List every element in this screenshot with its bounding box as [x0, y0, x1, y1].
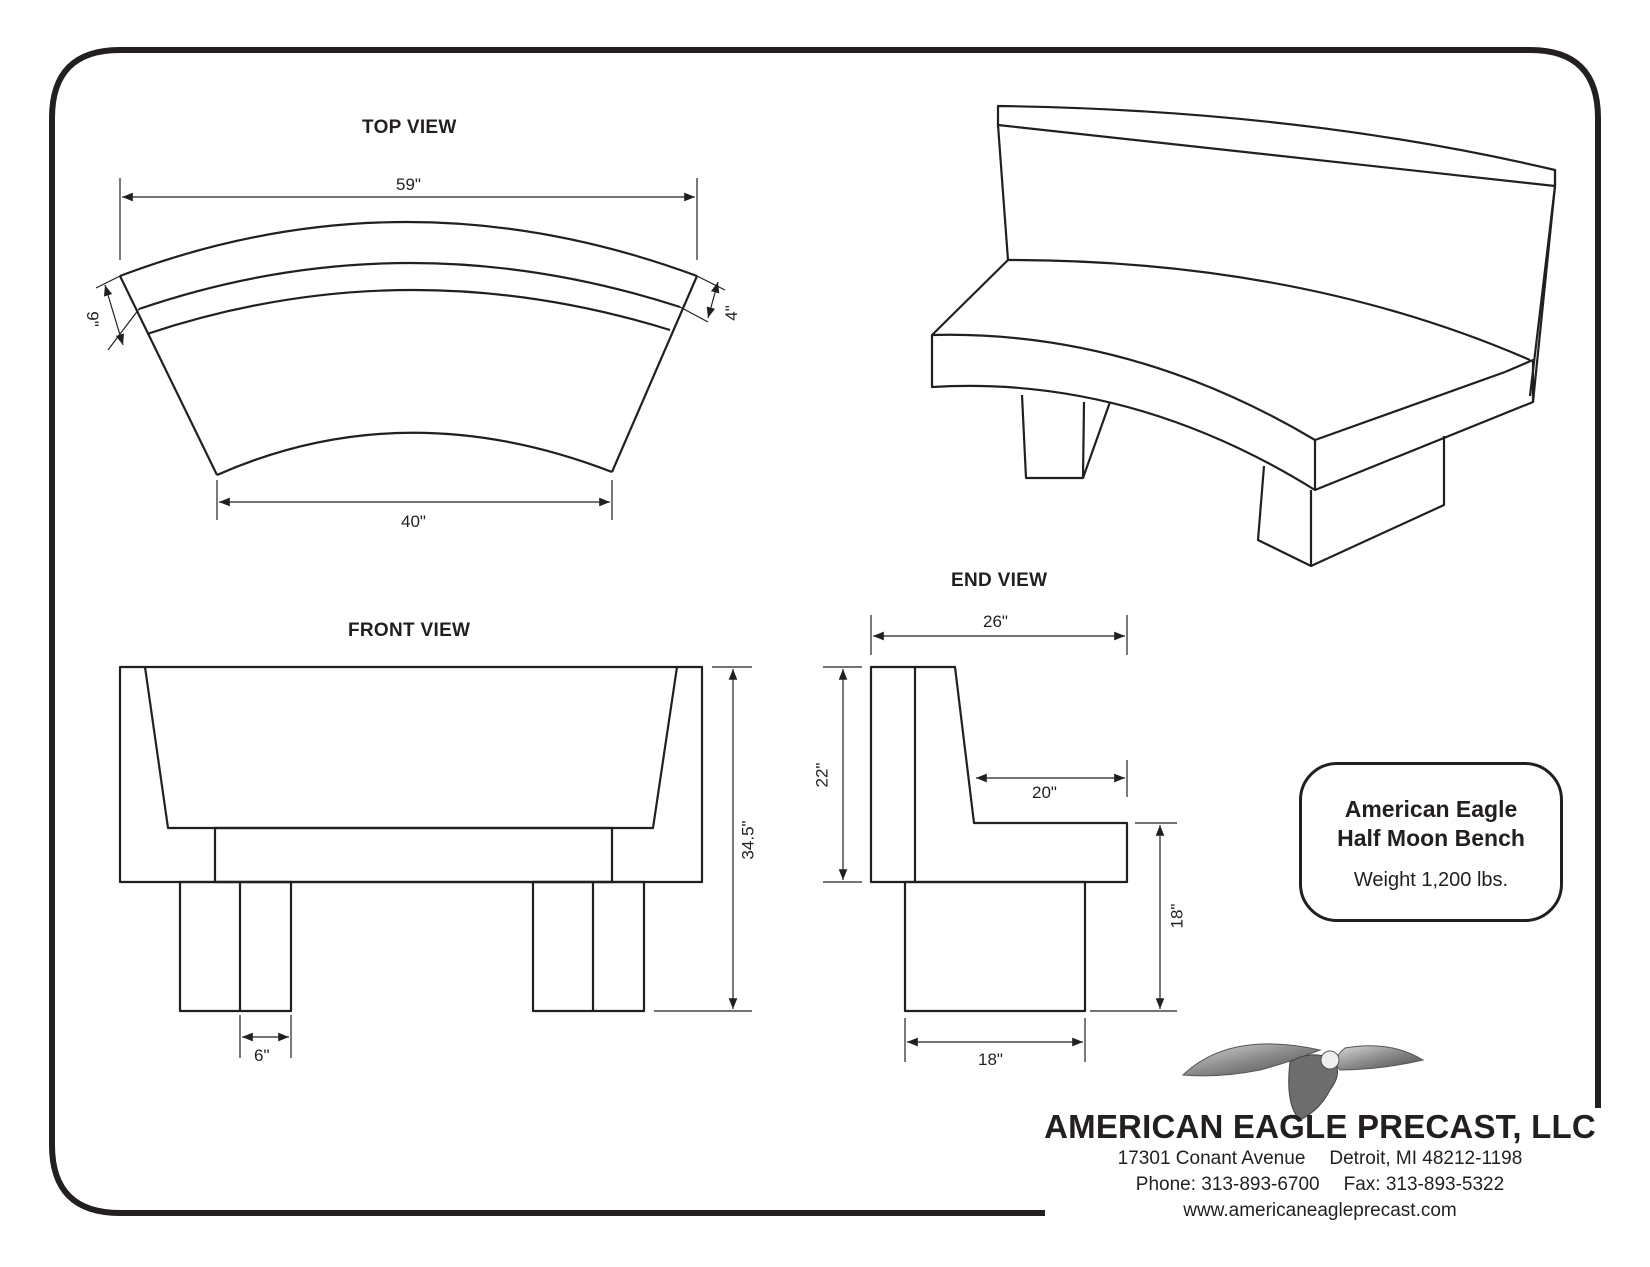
product-name: American Eagle Half Moon Bench: [1302, 795, 1560, 853]
dim-end-base: 18": [978, 1050, 1003, 1069]
product-weight: Weight 1,200 lbs.: [1353, 869, 1509, 891]
company-street: 17301 Conant Avenue: [1117, 1148, 1306, 1169]
company-block: AMERICAN EAGLE PRECAST, LLC 17301 Conant…: [1040, 1108, 1600, 1224]
front-view-title: FRONT VIEW: [348, 620, 471, 641]
product-name-line2: Half Moon Bench: [1337, 825, 1525, 851]
dim-end-back: 22": [812, 762, 832, 788]
dim-top-depth-right: 4": [721, 305, 741, 321]
product-info-box: American Eagle Half Moon Bench Weight 1,…: [1299, 762, 1563, 922]
company-name: AMERICAN EAGLE PRECAST, LLC: [1044, 1108, 1596, 1145]
company-website: www.americaneagleprecast.com: [1183, 1200, 1457, 1221]
dim-top-width: 59": [396, 175, 421, 194]
company-fax: Fax: 313-893-5322: [1343, 1174, 1505, 1195]
company-city: Detroit, MI 48212-1198: [1329, 1148, 1523, 1169]
front-view-drawing: [118, 665, 752, 1058]
dim-end-seat-height: 18": [1167, 903, 1187, 929]
sheet-border: [49, 47, 1601, 1216]
end-view-title: END VIEW: [951, 570, 1048, 591]
dim-top-inner: 40": [401, 512, 426, 531]
top-view-drawing: [95, 178, 726, 520]
dim-end-seat: 20": [1032, 783, 1057, 802]
eagle-logo: [1181, 1043, 1425, 1121]
company-phone: Phone: 313-893-6700: [1135, 1174, 1320, 1195]
dim-top-depth-left: 9": [82, 311, 102, 327]
dim-end-width: 26": [983, 612, 1008, 631]
company-address: 17301 Conant Avenue Detroit, MI 48212-119…: [1040, 1146, 1600, 1172]
isometric-drawing: [930, 104, 1557, 568]
end-view-drawing: [823, 615, 1177, 1062]
top-view-title: TOP VIEW: [362, 117, 457, 138]
company-contact: Phone: 313-893-6700 Fax: 313-893-5322: [1040, 1172, 1600, 1198]
dim-front-height: 34.5": [738, 820, 758, 860]
dim-front-leg: 6": [254, 1046, 270, 1065]
product-name-line1: American Eagle: [1344, 796, 1518, 822]
